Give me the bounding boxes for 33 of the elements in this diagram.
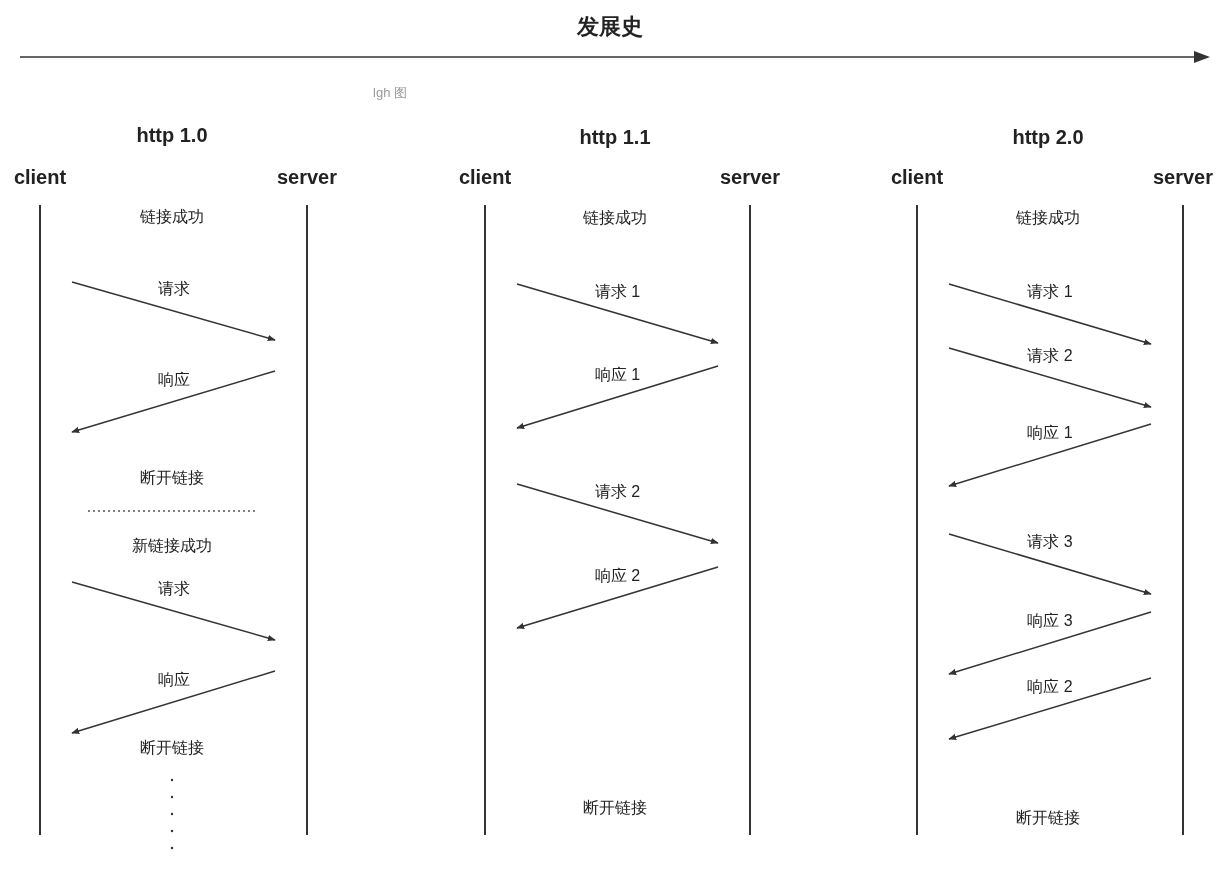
- step-text: 链接成功: [140, 207, 204, 227]
- panel-heading: http 1.0: [136, 123, 208, 148]
- note-text: lgh 图: [373, 84, 407, 103]
- step-text: 断开链接: [140, 468, 204, 488]
- lifeline-label: client: [458, 165, 512, 189]
- panel-heading: http 1.1: [579, 125, 651, 150]
- arrow: [71, 370, 276, 433]
- lifeline-label: server: [719, 165, 781, 189]
- arrow: [516, 283, 719, 345]
- arrow: [948, 677, 1152, 740]
- lifeline-label: server: [276, 165, 338, 189]
- step-text: 链接成功: [583, 208, 647, 228]
- step-text: 断开链接: [1016, 808, 1080, 828]
- arrow: [948, 533, 1152, 595]
- lifeline-label: client: [890, 165, 944, 189]
- panel-heading: http 2.0: [1012, 125, 1084, 150]
- arrow: [516, 365, 719, 429]
- step-text: 链接成功: [1016, 208, 1080, 228]
- arrow: [71, 670, 276, 734]
- lifeline-label: client: [13, 165, 67, 189]
- arrow: [516, 483, 719, 545]
- step-text: 断开链接: [583, 798, 647, 818]
- arrow: [948, 423, 1152, 487]
- arrow: [516, 566, 719, 629]
- arrow: [71, 581, 276, 642]
- step-text: 断开链接: [140, 738, 204, 758]
- arrow: [948, 283, 1152, 345]
- lifeline-label: server: [1152, 165, 1214, 189]
- arrow: [948, 611, 1152, 675]
- diagram-title: 发展史: [577, 13, 643, 41]
- arrow: [71, 281, 276, 342]
- arrow: [948, 347, 1152, 409]
- step-text: 新链接成功: [132, 536, 212, 556]
